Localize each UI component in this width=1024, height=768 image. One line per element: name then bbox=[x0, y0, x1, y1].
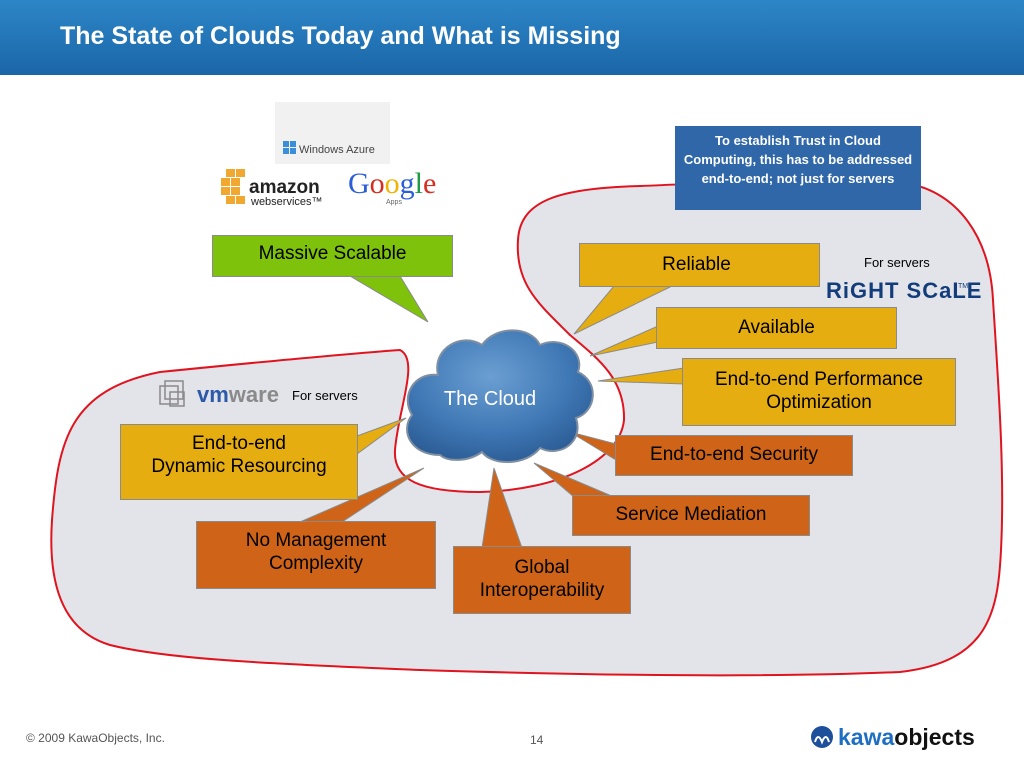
service-mediation-box: Service Mediation bbox=[572, 495, 810, 536]
windows-azure-text: Windows Azure bbox=[299, 144, 375, 156]
cloud-shape bbox=[406, 329, 594, 464]
kawa-icon bbox=[811, 726, 833, 748]
for-servers-rightscale: For servers bbox=[864, 255, 930, 270]
copyright-text: © 2009 KawaObjects, Inc. bbox=[26, 731, 165, 745]
rightscale-logo-text: RiGHT SCaLE bbox=[826, 278, 982, 303]
page-number: 14 bbox=[530, 733, 544, 747]
available-label: Available bbox=[738, 316, 815, 338]
amazon-boxes-icon bbox=[221, 169, 245, 204]
trust-note: To establish Trust in Cloud Computing, t… bbox=[675, 126, 921, 210]
global-interoperability-box: Global Interoperability bbox=[453, 546, 631, 614]
amazon-logo-subtext: webservices™ bbox=[250, 196, 323, 208]
security-box: End-to-end Security bbox=[615, 435, 853, 476]
slide-title: The State of Clouds Today and What is Mi… bbox=[60, 22, 621, 50]
performance-box: End-to-end Performance Optimization bbox=[682, 358, 956, 426]
amazon-logo-text: amazon bbox=[249, 177, 320, 198]
reliable-box: Reliable bbox=[579, 243, 820, 287]
dynamic-label-line1: End-to-end bbox=[191, 433, 286, 454]
security-label: End-to-end Security bbox=[650, 444, 818, 466]
dynamic-label-line2: Dynamic Resourcing bbox=[151, 455, 327, 477]
no-management-label-line1: No Management bbox=[245, 530, 387, 551]
title-bar bbox=[0, 0, 1024, 75]
available-box: Available bbox=[656, 307, 897, 349]
massive-scalable-box: Massive Scalable bbox=[212, 235, 453, 277]
vmware-icon bbox=[159, 380, 185, 407]
the-cloud-label: The Cloud bbox=[443, 388, 537, 410]
vmware-logo-text: vmware bbox=[197, 382, 279, 407]
massive-scalable-label: Massive Scalable bbox=[258, 243, 407, 264]
global-label-line2: Interoperability bbox=[479, 580, 605, 601]
performance-label-line1: End-to-end Performance bbox=[714, 369, 924, 391]
google-apps-text: Apps bbox=[386, 199, 402, 206]
reliable-label: Reliable bbox=[662, 253, 731, 275]
kawaobjects-logo-text: kawaobjects bbox=[838, 724, 975, 750]
for-servers-vmware: For servers bbox=[292, 388, 358, 403]
rightscale-tm: TM bbox=[958, 283, 968, 290]
google-logo-text: Google bbox=[348, 167, 436, 200]
no-management-label-line2: Complexity bbox=[269, 552, 363, 574]
global-label-line1: Global bbox=[514, 557, 570, 579]
windows-flag-icon bbox=[283, 141, 296, 154]
no-management-box: No Management Complexity bbox=[196, 521, 436, 589]
pointer-massive-scalable bbox=[348, 275, 429, 323]
service-mediation-label: Service Mediation bbox=[615, 504, 767, 526]
performance-label-line2: Optimization bbox=[766, 392, 872, 413]
dynamic-resourcing-box: End-to-end Dynamic Resourcing bbox=[120, 424, 358, 500]
